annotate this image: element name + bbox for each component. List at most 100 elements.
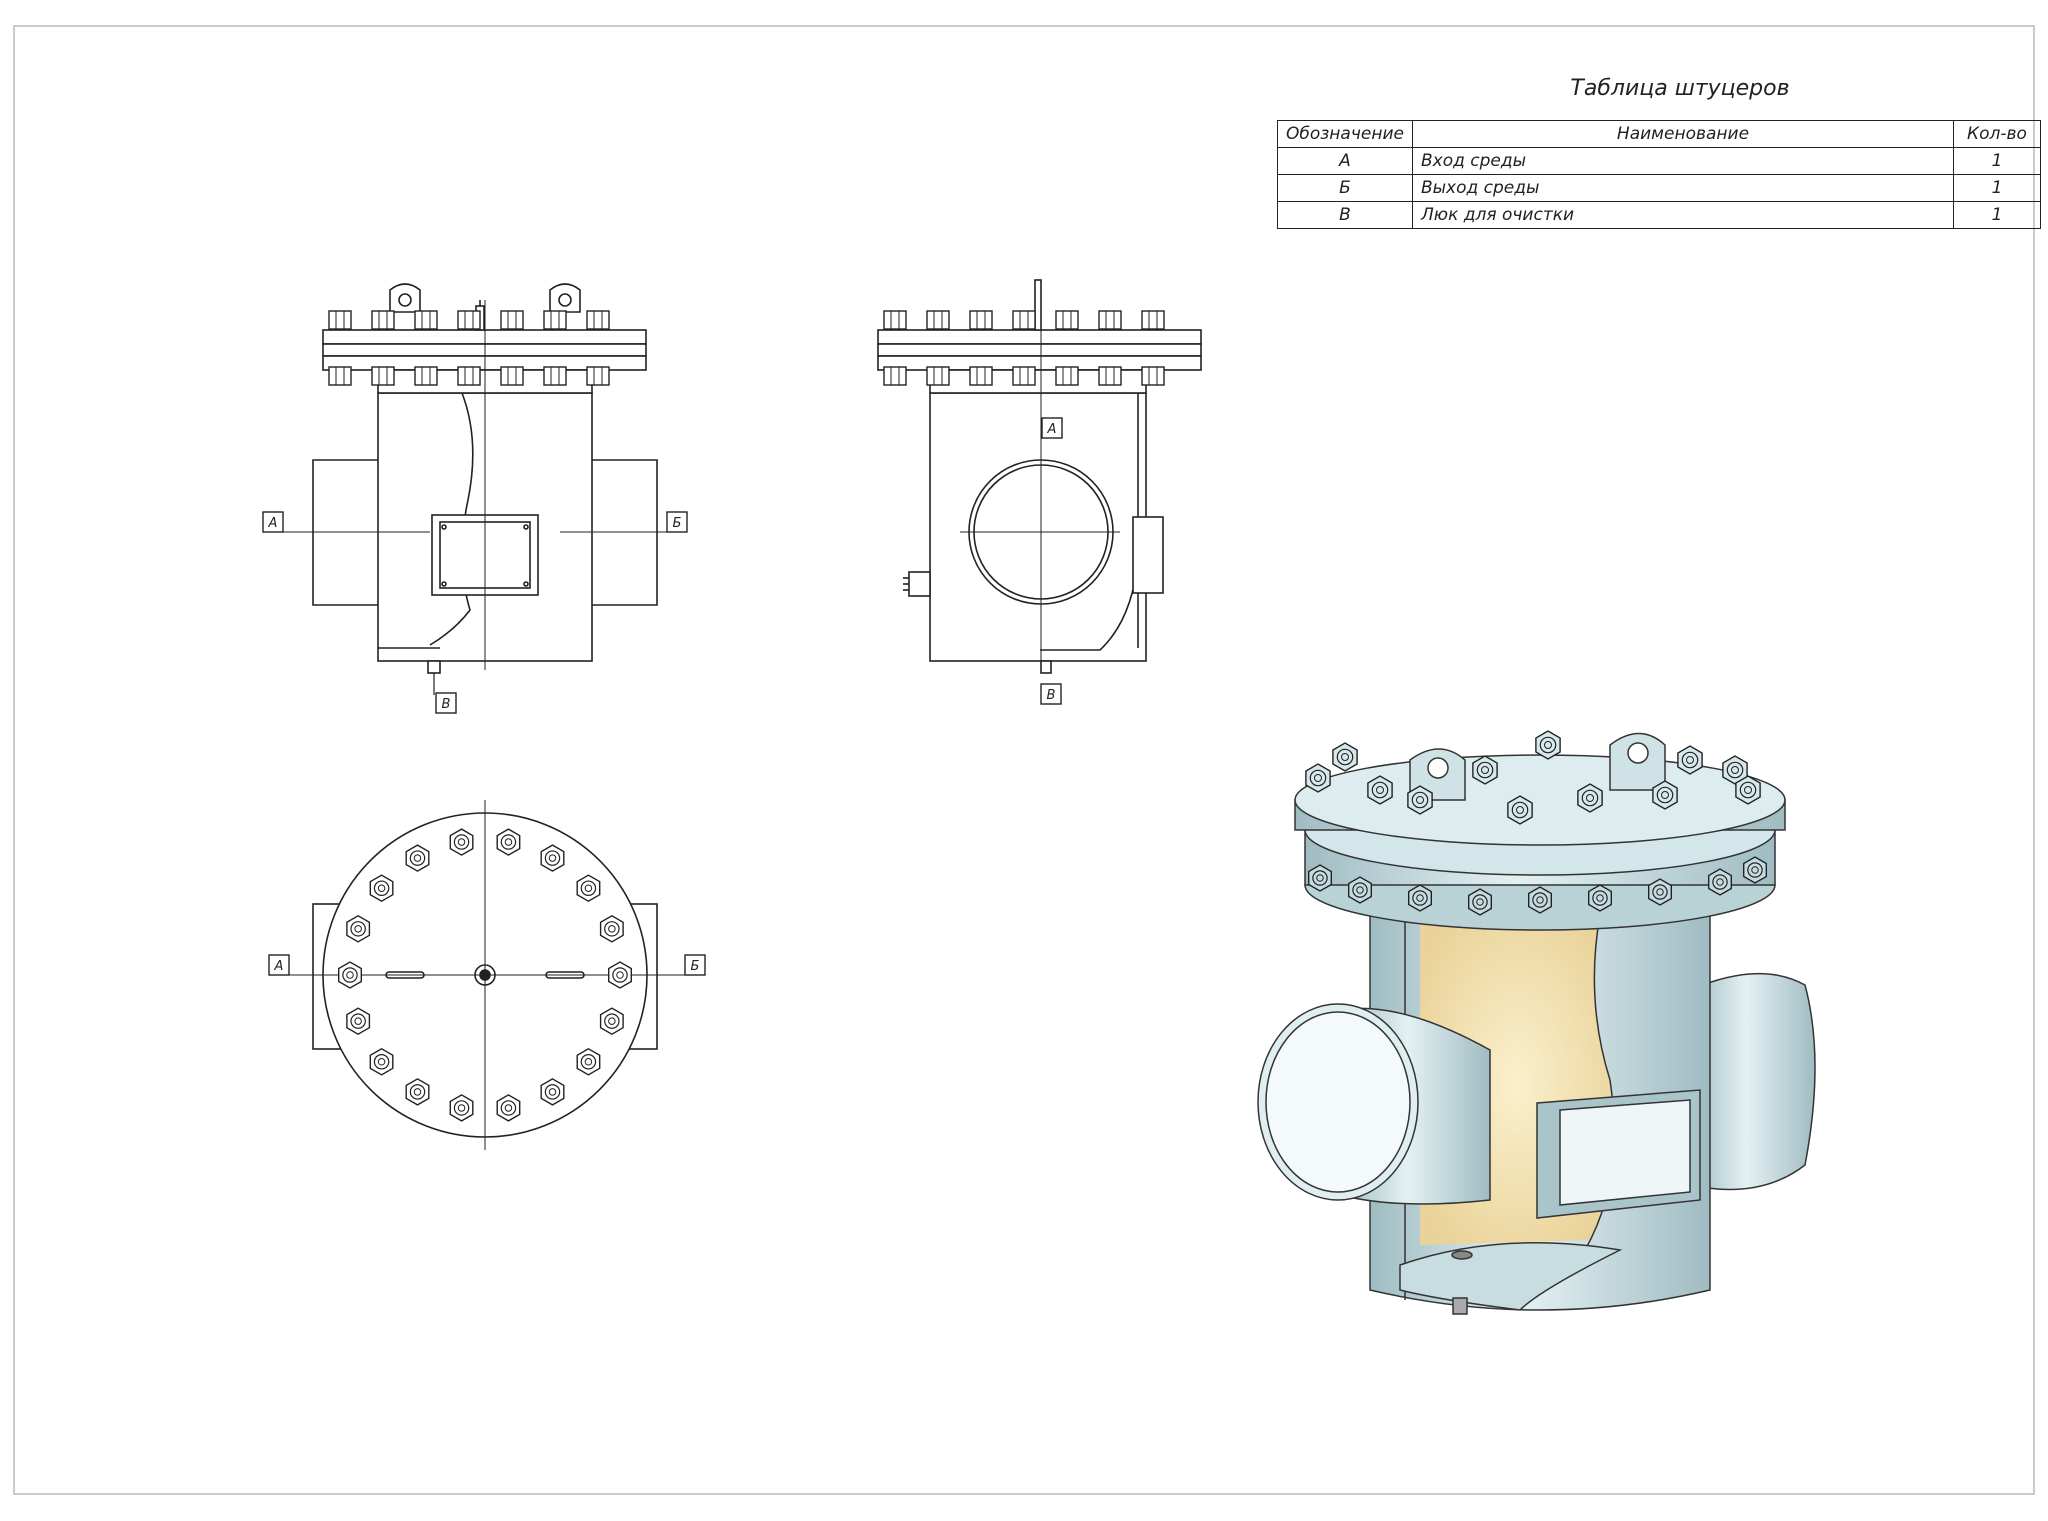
bolt-nut xyxy=(1012,366,1036,386)
header-name: Наименование xyxy=(1411,120,1955,148)
hex-nut xyxy=(1527,886,1553,914)
header-mark: Обозначение xyxy=(1277,120,1413,148)
callout-top-b-label: Б xyxy=(691,959,700,974)
table-header-row: Обозначение Наименование Кол-во xyxy=(1277,120,2041,148)
hex-nut xyxy=(496,828,521,856)
callout-side-a: А xyxy=(1041,417,1063,439)
callout-front-v: В xyxy=(433,673,457,714)
bolt-nut xyxy=(1012,310,1036,330)
hex-nut xyxy=(346,914,371,943)
row-mark: А xyxy=(1277,147,1413,175)
bolt-nut xyxy=(926,366,950,386)
hex-nut xyxy=(405,1078,430,1106)
callout-top-a-label: А xyxy=(274,959,284,974)
bolt-nut xyxy=(371,310,395,330)
hex-nut xyxy=(599,914,624,943)
hex-nut xyxy=(1587,884,1613,912)
bolt-nut xyxy=(543,366,567,386)
hex-nut xyxy=(1467,888,1493,916)
table-row: А Вход среды 1 xyxy=(1277,147,2041,175)
hex-nut xyxy=(540,1078,565,1106)
isometric-view-nuts xyxy=(1305,730,1768,916)
hex-nut xyxy=(449,1094,474,1122)
front-view-nuts xyxy=(328,310,610,386)
side-view-nuts xyxy=(883,310,1165,386)
hex-nut xyxy=(576,874,601,903)
bolt-nut xyxy=(926,310,950,330)
table-title: Таблица штуцеров xyxy=(1570,76,1790,101)
hex-nut xyxy=(1677,745,1703,775)
side-view xyxy=(877,279,1202,674)
hex-nut xyxy=(449,828,474,856)
top-view-bolt-circle xyxy=(338,828,632,1122)
callout-top-a: А xyxy=(268,954,290,976)
hex-nut xyxy=(405,844,430,872)
hex-nut xyxy=(540,844,565,872)
isometric-view xyxy=(1257,732,1816,1315)
hex-nut xyxy=(346,1007,371,1036)
callout-front-a-label: А xyxy=(268,516,278,531)
hex-nut xyxy=(1535,730,1561,760)
table-row: Б Выход среды 1 xyxy=(1277,174,2041,202)
row-qty: 1 xyxy=(1953,174,2041,202)
bolt-nut xyxy=(1141,366,1165,386)
hex-nut xyxy=(369,1047,394,1076)
hex-nut xyxy=(599,1007,624,1036)
bolt-nut xyxy=(414,310,438,330)
row-qty: 1 xyxy=(1953,201,2041,229)
callout-front-b-label: Б xyxy=(673,516,682,531)
row-name: Выход среды xyxy=(1411,174,1955,202)
callout-side-a-label: А xyxy=(1047,422,1057,437)
row-name: Вход среды xyxy=(1411,147,1955,175)
hex-nut xyxy=(1472,755,1498,785)
hex-nut xyxy=(1407,884,1433,912)
hex-nut xyxy=(369,874,394,903)
front-view xyxy=(280,283,670,674)
bolt-nut xyxy=(543,310,567,330)
hex-nut xyxy=(1577,783,1603,813)
row-mark: В xyxy=(1277,201,1413,229)
hex-nut xyxy=(608,961,632,989)
row-mark: Б xyxy=(1277,174,1413,202)
bolt-nut xyxy=(586,310,610,330)
hex-nut xyxy=(1307,864,1333,892)
bolt-nut xyxy=(500,366,524,386)
bolt-nut xyxy=(414,366,438,386)
bolt-nut xyxy=(457,366,481,386)
hex-nut xyxy=(1347,876,1373,904)
hex-nut xyxy=(1742,856,1768,884)
hex-nut xyxy=(1735,775,1761,805)
bolt-nut xyxy=(328,310,352,330)
callout-front-v-label: В xyxy=(442,697,451,712)
bolt-nut xyxy=(457,310,481,330)
hex-nut xyxy=(1305,763,1331,793)
bolt-nut xyxy=(1055,366,1079,386)
hex-nut xyxy=(496,1094,521,1122)
hex-nut xyxy=(338,961,362,989)
bolt-nut xyxy=(1098,310,1122,330)
callout-side-v: В xyxy=(1040,683,1062,705)
bolt-nut xyxy=(883,310,907,330)
hex-nut xyxy=(1407,785,1433,815)
bolt-nut xyxy=(1141,310,1165,330)
bolt-nut xyxy=(371,366,395,386)
table-row: В Люк для очистки 1 xyxy=(1277,201,2041,229)
bolt-nut xyxy=(969,366,993,386)
bolt-nut xyxy=(500,310,524,330)
hex-nut xyxy=(1332,742,1358,772)
callout-side-v-label: В xyxy=(1047,688,1056,703)
top-view xyxy=(280,800,690,1150)
row-name: Люк для очистки xyxy=(1411,201,1955,229)
bolt-nut xyxy=(883,366,907,386)
header-qty: Кол-во xyxy=(1953,120,2041,148)
bolt-nut xyxy=(328,366,352,386)
bolt-nut xyxy=(1055,310,1079,330)
sheet-frame xyxy=(13,25,2035,1495)
bolt-nut xyxy=(586,366,610,386)
bolt-nut xyxy=(969,310,993,330)
hex-nut xyxy=(1707,868,1733,896)
hex-nut xyxy=(1722,755,1748,785)
hex-nut xyxy=(576,1047,601,1076)
hex-nut xyxy=(1367,775,1393,805)
